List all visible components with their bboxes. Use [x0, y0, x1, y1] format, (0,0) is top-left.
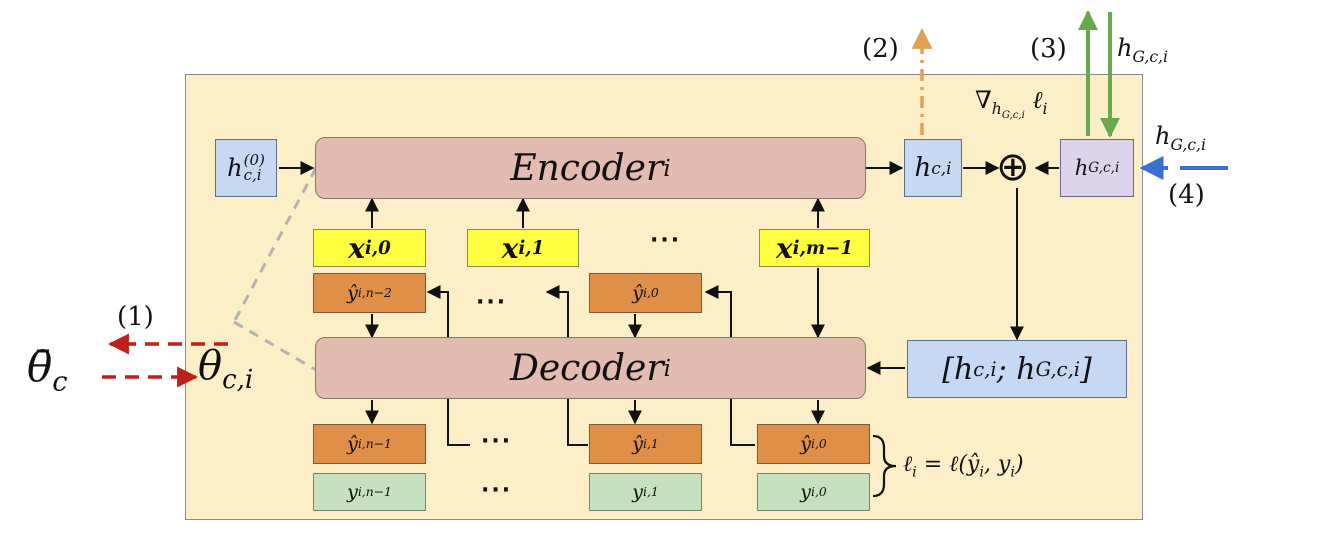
x0-sub: i,0	[364, 237, 391, 259]
h0-sup: (0)	[243, 151, 265, 169]
h0-sub: c,i	[243, 166, 262, 184]
pred-top-ellipsis: ···	[476, 290, 508, 315]
pb2-sub: i,0	[811, 437, 827, 451]
h0-main: h	[227, 154, 243, 182]
param-link-encoder	[232, 167, 318, 323]
concat-open: [h	[942, 351, 974, 387]
aggregate-plus-icon: ⊕	[996, 144, 1030, 190]
step-1-label: (1)	[117, 302, 154, 332]
t0-sub: i,n−1	[357, 485, 392, 499]
input-ellipsis: ···	[650, 228, 682, 253]
pb1-sub: i,1	[643, 437, 659, 451]
x1-main: x	[501, 231, 519, 265]
pt0-sub: i,n−2	[357, 286, 392, 300]
client-params-label: θc,i	[198, 346, 253, 393]
loss-rhs-sub1: i	[979, 464, 984, 481]
theta-sub: c,i	[222, 365, 254, 395]
hgci-sub: G,c,i	[1088, 160, 1120, 176]
pred-bottom-ellipsis: ···	[481, 429, 513, 454]
grad-sub: h	[991, 99, 1002, 118]
t2-sub: i,0	[811, 485, 827, 499]
hgci-top-label: hG,c,i	[1117, 36, 1168, 65]
theta-main: θ	[198, 343, 223, 389]
global-params-label: θ̄c	[27, 346, 68, 396]
grad-ell-sub: i	[1042, 99, 1048, 118]
step-3-label: (3)	[1030, 34, 1067, 64]
t2-main: y	[800, 481, 811, 503]
hgci-main: h	[1074, 156, 1089, 180]
decoder-label: Decoder	[509, 347, 664, 389]
encoder-sub: i	[663, 154, 671, 182]
pb0-sub: i,n−1	[357, 437, 392, 451]
pb1-main: ŷ	[632, 433, 643, 455]
xm-sub: i,m−1	[792, 237, 854, 259]
pb0-main: ŷ	[347, 433, 358, 455]
x0-main: x	[348, 231, 365, 265]
xm-main: x	[775, 231, 793, 265]
hci-sub: c,i	[931, 158, 952, 178]
loss-rhs-sub2: i	[1010, 464, 1015, 481]
step-2-label: (2)	[862, 34, 899, 64]
encoder-label: Encoder	[510, 147, 664, 189]
t1-main: y	[632, 481, 643, 503]
grad-nabla: ∇	[975, 86, 992, 114]
theta-bar-sub: c	[52, 366, 68, 398]
initial-hidden-state: h(0)c,i	[215, 139, 277, 197]
theta-bar-main: θ̄	[27, 342, 53, 391]
loss-ell: ℓ	[903, 452, 913, 477]
loss-ell-sub: i	[912, 464, 917, 481]
t1-sub: i,1	[643, 485, 659, 499]
hgci-top-main: h	[1117, 34, 1133, 62]
hgci-right-sub: G,c,i	[1170, 135, 1207, 154]
concat-sub2: G,c,i	[1035, 357, 1081, 381]
gradient-label: ∇hG,c,i ℓi	[975, 88, 1048, 121]
pt1-sub: i,0	[643, 286, 659, 300]
loss-label: ℓi = ℓ(ŷi, yi)	[903, 454, 1024, 480]
step-4-label: (4)	[1168, 180, 1205, 210]
hgci-right-label: hG,c,i	[1155, 124, 1206, 153]
hgci-right-main: h	[1155, 122, 1171, 150]
grad-subsub: G,c,i	[1001, 109, 1025, 121]
loss-rhs: = ℓ(ŷ	[916, 452, 980, 477]
decoder-sub: i	[663, 354, 672, 382]
param-link-decoder	[233, 320, 317, 372]
hci-main: h	[914, 153, 932, 183]
t0-main: y	[347, 481, 358, 503]
pt0-main: ŷ	[347, 282, 358, 304]
concat-mid: ; h	[996, 351, 1036, 387]
x1-sub: i,1	[518, 237, 545, 259]
loss-rhs-end: )	[1014, 452, 1024, 477]
loss-rhs-mid: , y	[983, 452, 1011, 477]
grad-ell: ℓ	[1032, 86, 1043, 114]
target-ellipsis: ···	[481, 478, 513, 503]
hgci-top-sub: G,c,i	[1132, 47, 1169, 66]
pt1-main: ŷ	[632, 282, 643, 304]
pb2-main: ŷ	[800, 433, 811, 455]
concat-close: ]	[1080, 351, 1092, 387]
loss-brace	[872, 434, 897, 498]
concat-sub1: c,i	[973, 357, 997, 381]
